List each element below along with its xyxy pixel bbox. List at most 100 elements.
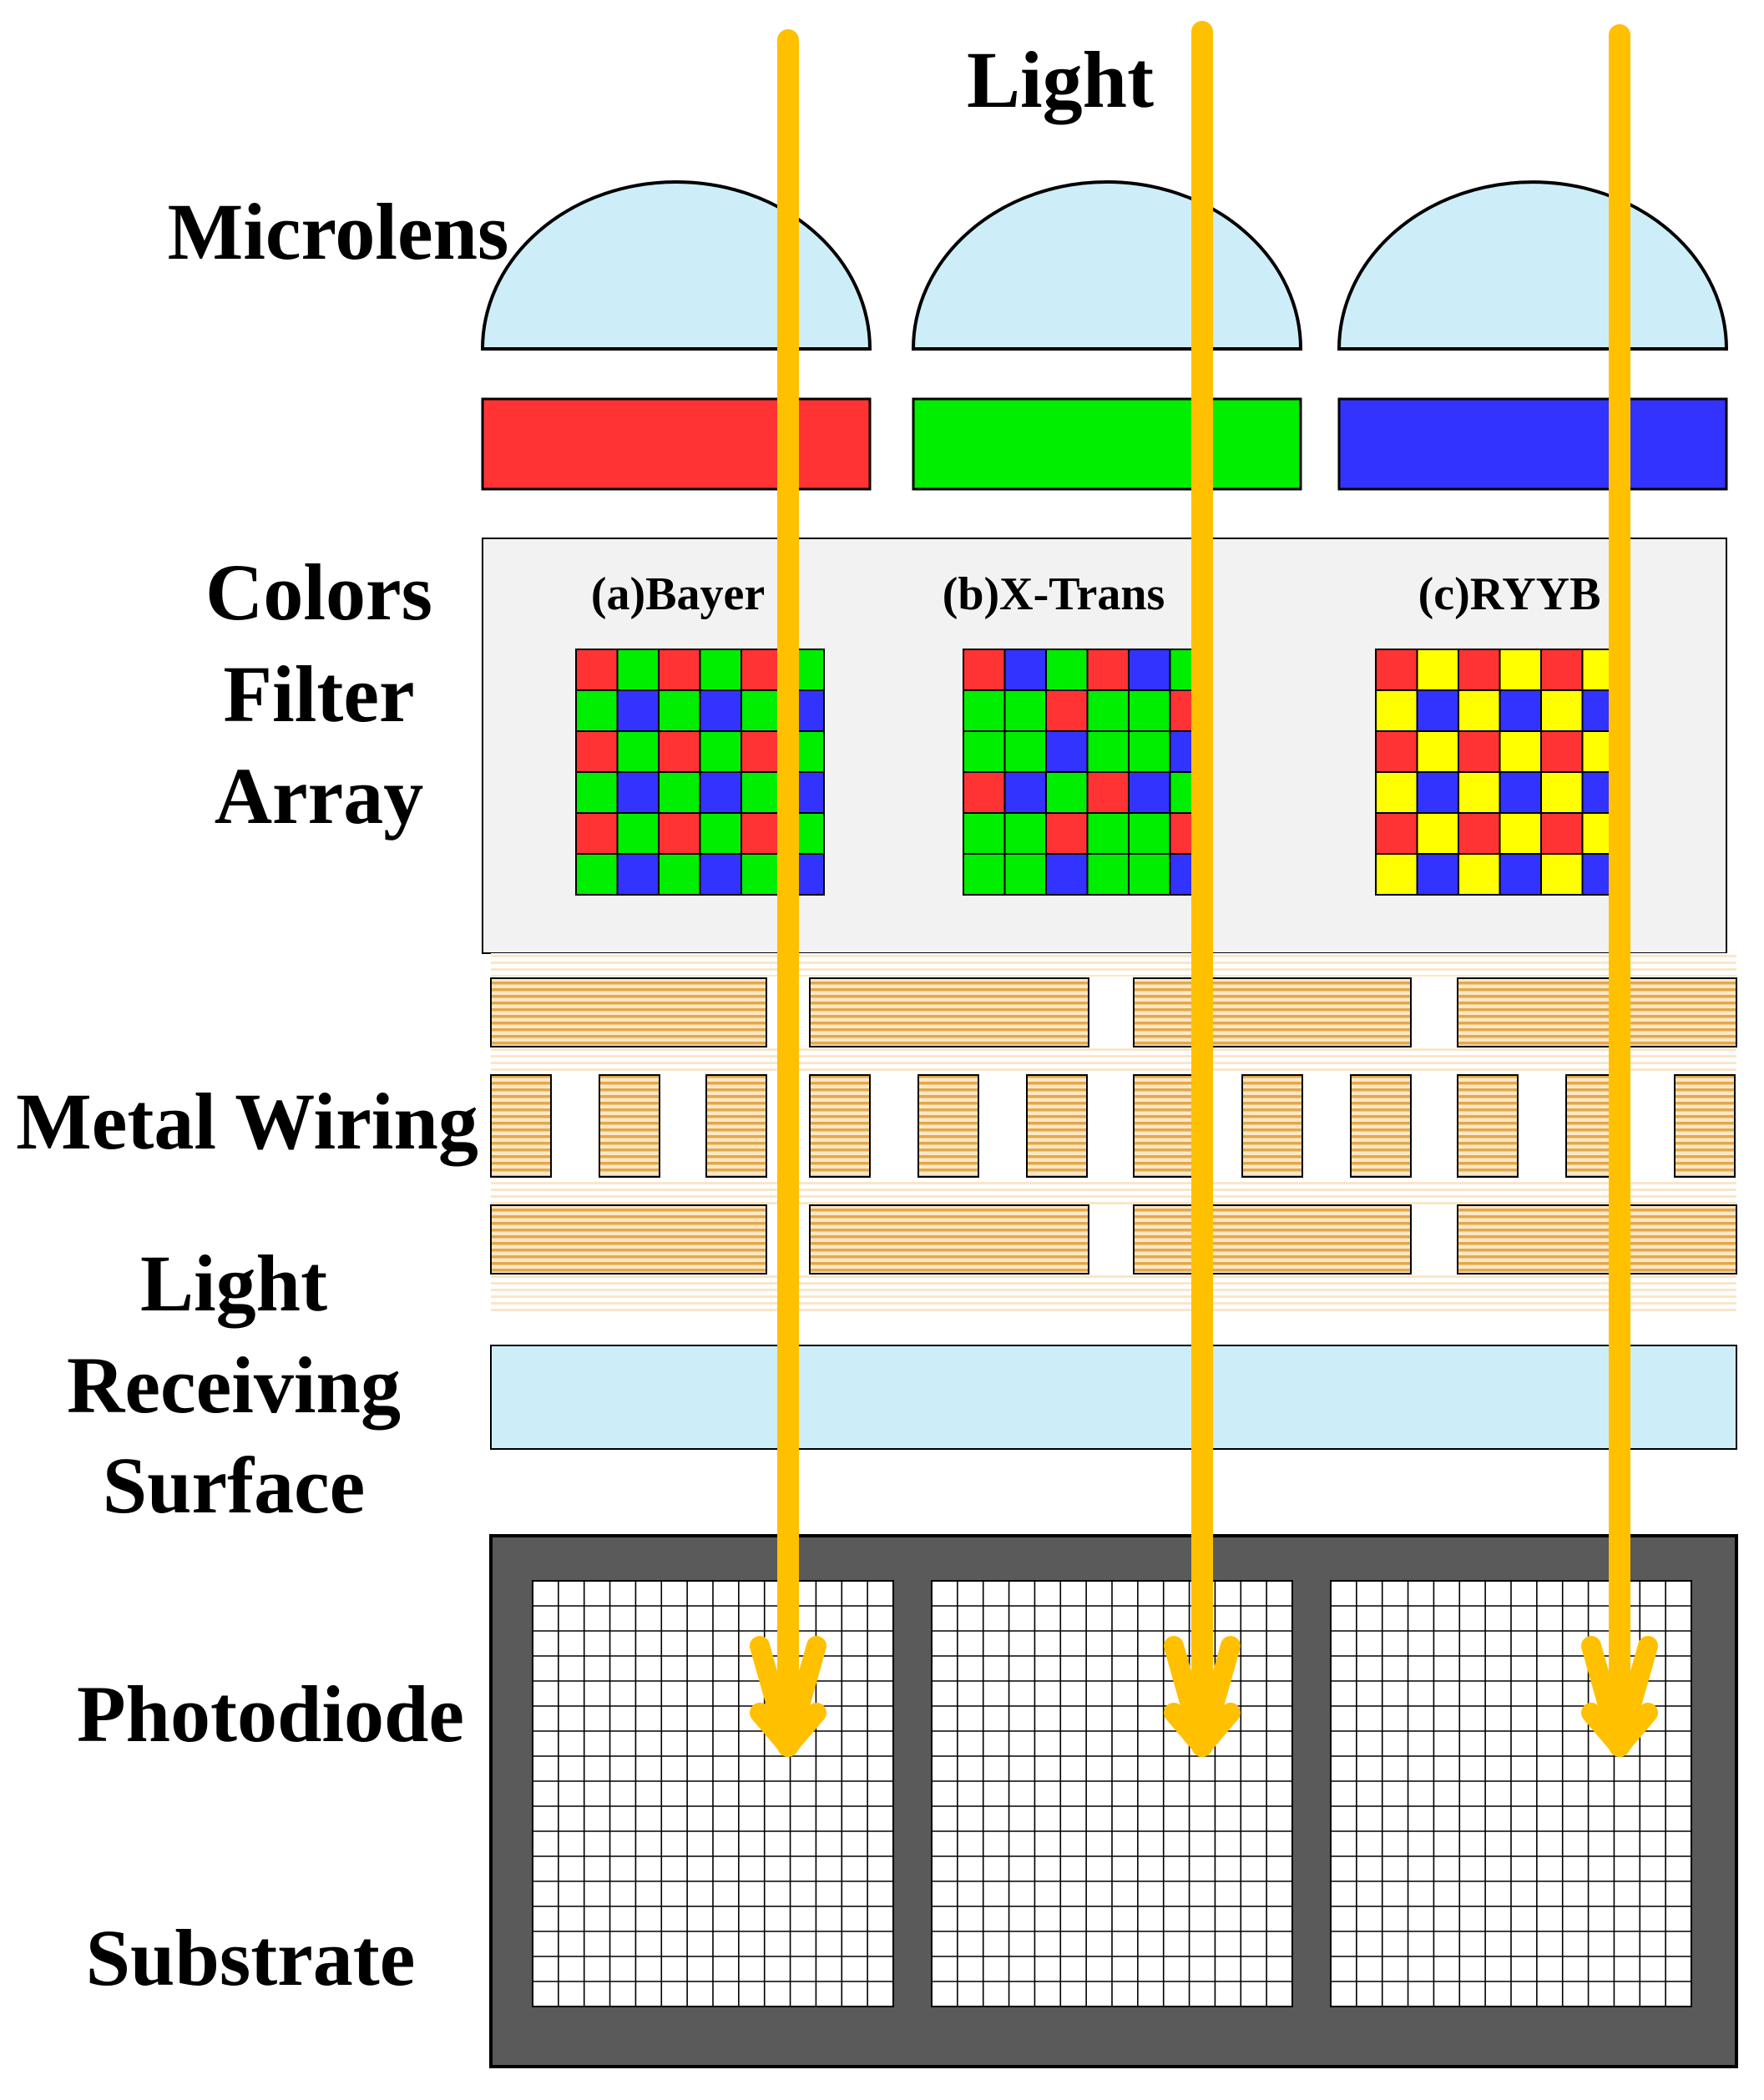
bayer-cell — [658, 812, 701, 855]
ryyb-cell — [1540, 812, 1584, 855]
green-filter-strip — [912, 397, 1302, 491]
light-receiving-label-line-1: Light — [140, 1239, 327, 1328]
xtrans-cell — [1128, 730, 1171, 773]
light-label: Light — [967, 35, 1154, 124]
ryyb-cell — [1416, 853, 1459, 896]
bayer-cell — [658, 853, 701, 896]
bayer-cell — [616, 730, 660, 773]
ryyb-cell — [1499, 649, 1542, 691]
metal-wire — [809, 1204, 1089, 1275]
ryyb-cell — [1540, 853, 1584, 896]
bayer-cell — [575, 730, 619, 773]
bayer-cell — [575, 689, 619, 732]
cfa-label-line-3: Array — [215, 751, 424, 841]
metal-via — [1241, 1074, 1303, 1178]
bayer-cell — [575, 771, 619, 814]
light-receiving-label: Light Receiving Surface — [67, 1239, 401, 1530]
color-filter-strips — [481, 397, 1728, 491]
metal-via — [705, 1074, 767, 1178]
xtrans-cell — [1086, 853, 1130, 896]
bayer-cell — [616, 853, 660, 896]
xtrans-cell — [1003, 812, 1047, 855]
xtrans-cell — [963, 853, 1006, 896]
bayer-cell — [699, 730, 742, 773]
ryyb-cell — [1375, 812, 1418, 855]
ryyb-cell — [1375, 771, 1418, 814]
bayer-cell — [575, 853, 619, 896]
microlens-label: Microlens — [168, 187, 509, 276]
microlens-row — [480, 180, 1729, 351]
xtrans-cell — [1128, 771, 1171, 814]
xtrans-cell — [1086, 812, 1130, 855]
ryyb-cell — [1375, 649, 1418, 691]
bayer-cell — [616, 689, 660, 732]
ryyb-cell — [1458, 649, 1501, 691]
blue-filter-strip — [1337, 397, 1728, 491]
xtrans-cell — [1128, 649, 1171, 691]
bayer-cell — [616, 771, 660, 814]
microlens-red — [480, 180, 872, 351]
metal-via — [1674, 1074, 1736, 1178]
xtrans-cell — [1003, 771, 1047, 814]
xtrans-cell — [1045, 853, 1089, 896]
metal-via — [490, 1074, 552, 1178]
light-receiving-label-line-2: Receiving — [67, 1340, 401, 1430]
bayer-cell — [699, 853, 742, 896]
bayer-cell — [740, 853, 784, 896]
ryyb-cell — [1499, 771, 1542, 814]
ryyb-cell — [1499, 853, 1542, 896]
bayer-cell — [658, 771, 701, 814]
xtrans-pattern-grid — [963, 649, 1212, 896]
xtrans-cell — [1086, 771, 1130, 814]
bayer-cell — [699, 689, 742, 732]
metal-via — [917, 1074, 979, 1178]
bayer-cell — [699, 771, 742, 814]
metal-wire — [1457, 977, 1737, 1047]
wiring-faint-band-mid1 — [491, 1047, 1736, 1073]
bayer-cell — [740, 689, 784, 732]
metal-wiring-layer — [490, 953, 1737, 1313]
wiring-faint-band-bottom — [491, 1273, 1736, 1313]
ryyb-cell — [1499, 812, 1542, 855]
photodiode-grid — [532, 1580, 894, 2007]
xtrans-cell — [1128, 689, 1171, 732]
metal-wire — [1133, 977, 1412, 1047]
metal-wiring-label: Metal Wiring — [16, 1077, 478, 1166]
ryyb-cell — [1416, 771, 1459, 814]
ryyb-cell — [1416, 812, 1459, 855]
xtrans-cell — [1045, 730, 1089, 773]
xtrans-cell — [1003, 649, 1047, 691]
ryyb-cell — [1375, 689, 1418, 732]
xtrans-cell — [1045, 649, 1089, 691]
metal-wire — [809, 977, 1089, 1047]
bayer-cell — [699, 812, 742, 855]
microlens-green — [911, 180, 1303, 351]
xtrans-cell — [1003, 689, 1047, 732]
bayer-cell — [616, 649, 660, 691]
ryyb-cell — [1375, 730, 1418, 773]
ryyb-cell — [1458, 771, 1501, 814]
metal-via — [809, 1074, 871, 1178]
ryyb-cell — [1499, 689, 1542, 732]
xtrans-cell — [1003, 730, 1047, 773]
xtrans-cell — [963, 730, 1006, 773]
light-arrow-left — [750, 29, 826, 1757]
ryyb-cell — [1540, 689, 1584, 732]
ryyb-cell — [1458, 730, 1501, 773]
ryyb-cell — [1458, 853, 1501, 896]
xtrans-cell — [1086, 649, 1130, 691]
bayer-cell — [575, 812, 619, 855]
bayer-cell — [658, 689, 701, 732]
light-receiving-label-line-3: Surface — [103, 1441, 366, 1530]
xtrans-cell — [1128, 812, 1171, 855]
bayer-cell — [658, 649, 701, 691]
bayer-cell — [616, 812, 660, 855]
ryyb-cell — [1416, 689, 1459, 732]
metal-wire — [490, 977, 767, 1047]
ryyb-cell — [1375, 853, 1418, 896]
xtrans-cell — [963, 812, 1006, 855]
xtrans-cell — [1086, 689, 1130, 732]
ryyb-title: (c)RYYB — [1418, 568, 1601, 620]
photodiode-label: Photodiode — [77, 1669, 464, 1759]
